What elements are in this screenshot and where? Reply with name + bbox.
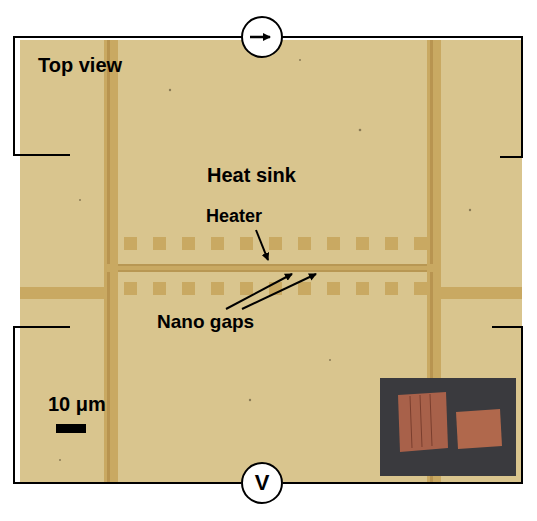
sample-lines [410,394,432,448]
voltmeter-symbol: V [241,462,283,504]
contact-pad [20,287,104,299]
heater-line [104,264,441,272]
dust-specks [59,59,471,461]
copper-sample [456,409,502,449]
nano-gap [118,271,427,272]
leader-arrow [256,230,268,260]
leader-arrow [226,274,292,309]
meter-letter: V [255,472,270,494]
leader-arrow [242,274,316,309]
nano-gap [118,265,427,266]
part-label: Heat sink [207,164,296,186]
view-label: Top view [38,54,122,76]
part-label: Heater [206,207,262,227]
contact-pad [441,287,522,299]
inset-photo [380,378,516,476]
circuit-wire [14,37,522,483]
electrode-edge [107,40,110,483]
current-arrow [250,36,270,39]
electrode-line [104,40,118,483]
copper-sample [398,392,448,452]
square-array [124,237,427,295]
current-source-symbol [242,17,282,57]
part-label: Nano gaps [157,312,254,333]
micrograph-ground [20,40,522,483]
scale-label: 10 μm [48,393,106,415]
scale-bar [56,424,86,433]
